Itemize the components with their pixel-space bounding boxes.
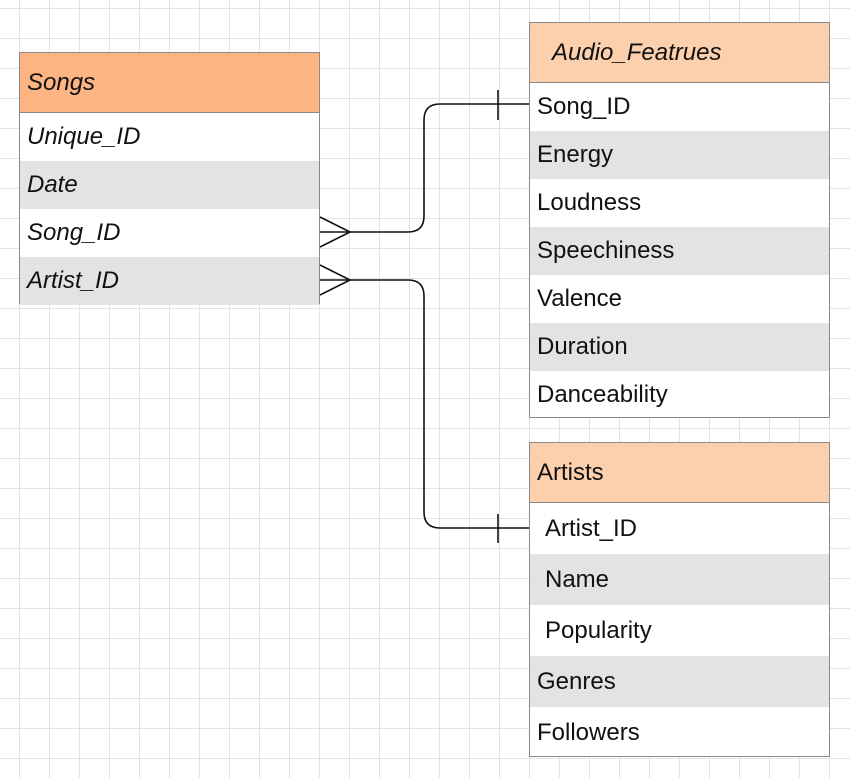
field-song-id[interactable]: Song_ID [537,93,631,120]
connector-line-song-id [320,103,529,233]
field-artist-id[interactable]: Artist_ID [545,514,638,542]
entity-songs[interactable]: Songs Unique_ID Date Song_ID Artist_ID [19,52,320,305]
field-song-id[interactable]: Song_ID [27,219,121,246]
field-unique-id[interactable]: Unique_ID [27,123,141,150]
field-date[interactable]: Date [20,161,319,209]
entity-header-audio-features[interactable]: Audio_Featrues [530,23,829,83]
entity-header-songs[interactable]: Songs [20,53,319,113]
field-speechiness[interactable]: Speechiness [530,227,829,275]
crowfoot-many-icon [319,264,352,296]
field-name[interactable]: Name [530,554,829,605]
connector-line-artist-id [320,279,529,529]
entity-header-artists[interactable]: Artists [530,443,829,503]
field-genres[interactable]: Genres [530,656,829,707]
field-popularity[interactable]: Popularity [545,616,652,644]
entity-artists[interactable]: Artists Artist_ID Name Popularity Genres… [529,442,830,757]
field-valence[interactable]: Valence [537,285,622,312]
field-followers[interactable]: Followers [537,718,640,746]
crowfoot-many-icon [319,216,352,248]
relationship-artist-id [319,264,529,543]
field-danceability[interactable]: Danceability [537,381,668,408]
entity-audio-features[interactable]: Audio_Featrues Song_ID Energy Loudness S… [529,22,830,418]
field-energy[interactable]: Energy [530,131,829,179]
relationship-song-id [319,90,529,248]
field-loudness[interactable]: Loudness [537,189,642,216]
field-duration[interactable]: Duration [530,323,829,371]
field-artist-id[interactable]: Artist_ID [20,257,319,305]
